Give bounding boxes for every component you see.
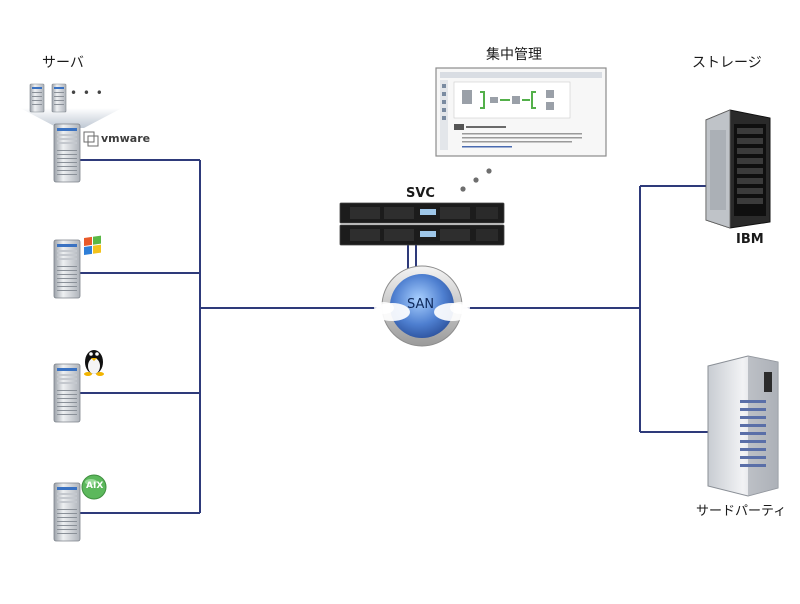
management-console-screenshot	[435, 67, 607, 157]
more-servers-ellipsis: • • •	[70, 86, 104, 100]
ibm-rack-icon	[705, 109, 771, 229]
storage-label: ストレージ	[692, 55, 762, 71]
aix-logo	[81, 474, 107, 500]
windows-server-icon	[53, 239, 81, 299]
san-label: SAN	[407, 297, 435, 312]
servers-label: サーバ	[42, 55, 84, 71]
ibm-label: IBM	[736, 232, 764, 247]
central-management-label: 集中管理	[486, 47, 542, 63]
aix-server-icon	[53, 482, 81, 542]
aix-logo-text: AIX	[86, 481, 104, 491]
server-pool-funnel	[20, 83, 122, 128]
connection-wires	[80, 159, 708, 514]
vmware-logo	[83, 131, 99, 147]
third-party-storage-icon	[707, 355, 779, 497]
svc-appliance-icon	[339, 202, 505, 246]
management-trail-dots	[460, 168, 492, 192]
svc-label: SVC	[406, 186, 435, 201]
pool-server-icon	[29, 83, 45, 113]
windows-logo	[84, 235, 101, 255]
third-party-label: サードパーティ	[696, 504, 787, 519]
pool-server-icon	[51, 83, 67, 113]
san-cloud-icon	[374, 265, 470, 347]
linux-server-icon	[53, 363, 81, 423]
linux-tux-icon	[84, 350, 104, 376]
vmware-server-icon	[53, 123, 81, 183]
vmware-logo-text: vmware	[101, 132, 151, 145]
